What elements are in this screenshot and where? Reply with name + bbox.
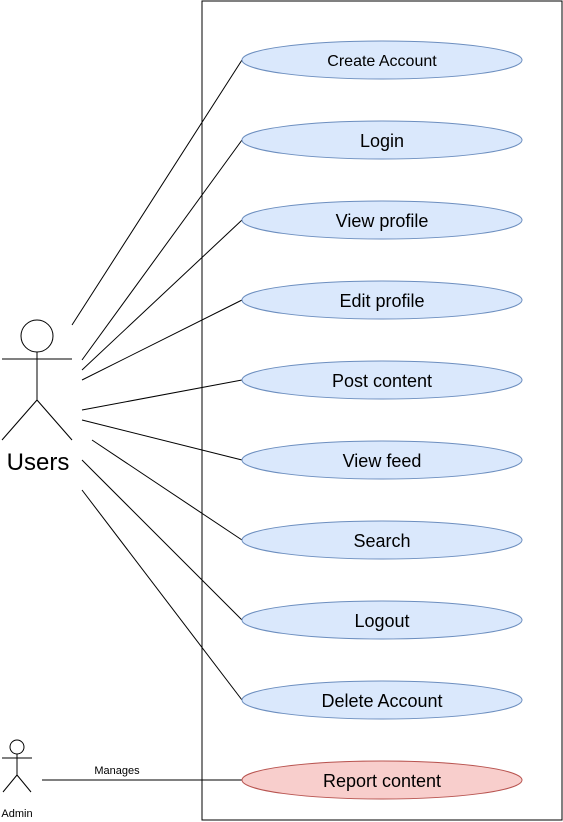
use-case-label: Login xyxy=(360,131,404,151)
use-case-delete-account[interactable]: Delete Account xyxy=(241,680,523,720)
use-case-label: Post content xyxy=(332,371,432,391)
use-case-shape xyxy=(241,680,523,720)
use-case-search[interactable]: Search xyxy=(241,520,523,560)
admin-actor-head xyxy=(9,739,25,755)
use-case-report-content[interactable]: Report content xyxy=(241,760,523,800)
association-login xyxy=(81,139,243,361)
use-case-label: View feed xyxy=(343,451,422,471)
use-case-create-account[interactable]: Create Account xyxy=(241,40,523,80)
admin-actor-right-leg xyxy=(16,774,32,793)
use-case-label: Search xyxy=(353,531,410,551)
association-view-feed xyxy=(81,419,243,461)
use-case-post-content[interactable]: Post content xyxy=(241,360,523,400)
use-case-view-profile[interactable]: View profile xyxy=(241,200,523,240)
use-case-shape xyxy=(241,360,523,400)
users-actor xyxy=(1,319,73,441)
association-logout xyxy=(81,459,243,621)
user-associations xyxy=(71,59,243,701)
association-post-content xyxy=(81,379,243,411)
use-case-view-feed[interactable]: View feed xyxy=(241,440,523,480)
users-actor-head xyxy=(20,319,54,353)
use-case-shape xyxy=(241,520,523,560)
users-actor-right-leg xyxy=(36,399,73,441)
use-case-shape xyxy=(241,760,523,800)
users-actor-left-leg xyxy=(1,399,38,441)
association-label-manages: Manages xyxy=(94,765,140,777)
use-case-logout[interactable]: Logout xyxy=(241,600,523,640)
use-case-label: View profile xyxy=(336,211,429,231)
admin-actor-label: Admin xyxy=(1,808,32,820)
use-case-login[interactable]: Login xyxy=(241,120,523,160)
use-case-label: Delete Account xyxy=(321,691,442,711)
association-delete-account xyxy=(81,489,243,701)
association-edit-profile xyxy=(81,299,243,381)
association-search xyxy=(91,439,243,541)
admin-actor-left-leg xyxy=(2,774,18,793)
use-case-shape xyxy=(241,440,523,480)
use-case-shape xyxy=(241,280,523,320)
use-case-label: Logout xyxy=(354,611,409,631)
admin-actor xyxy=(2,739,32,793)
use-case-shape xyxy=(241,600,523,640)
system-boundary xyxy=(201,0,563,821)
use-case-shape xyxy=(241,40,523,80)
use-case-shape xyxy=(241,120,523,160)
use-case-shape xyxy=(241,200,523,240)
use-case-label: Report content xyxy=(323,771,441,791)
association-view-profile xyxy=(81,219,243,371)
association-create-account xyxy=(71,59,243,326)
use-case-label: Create Account xyxy=(327,53,437,70)
users-actor-label: Users xyxy=(7,449,70,476)
use-case-edit-profile[interactable]: Edit profile xyxy=(241,280,523,320)
use-case-label: Edit profile xyxy=(339,291,424,311)
